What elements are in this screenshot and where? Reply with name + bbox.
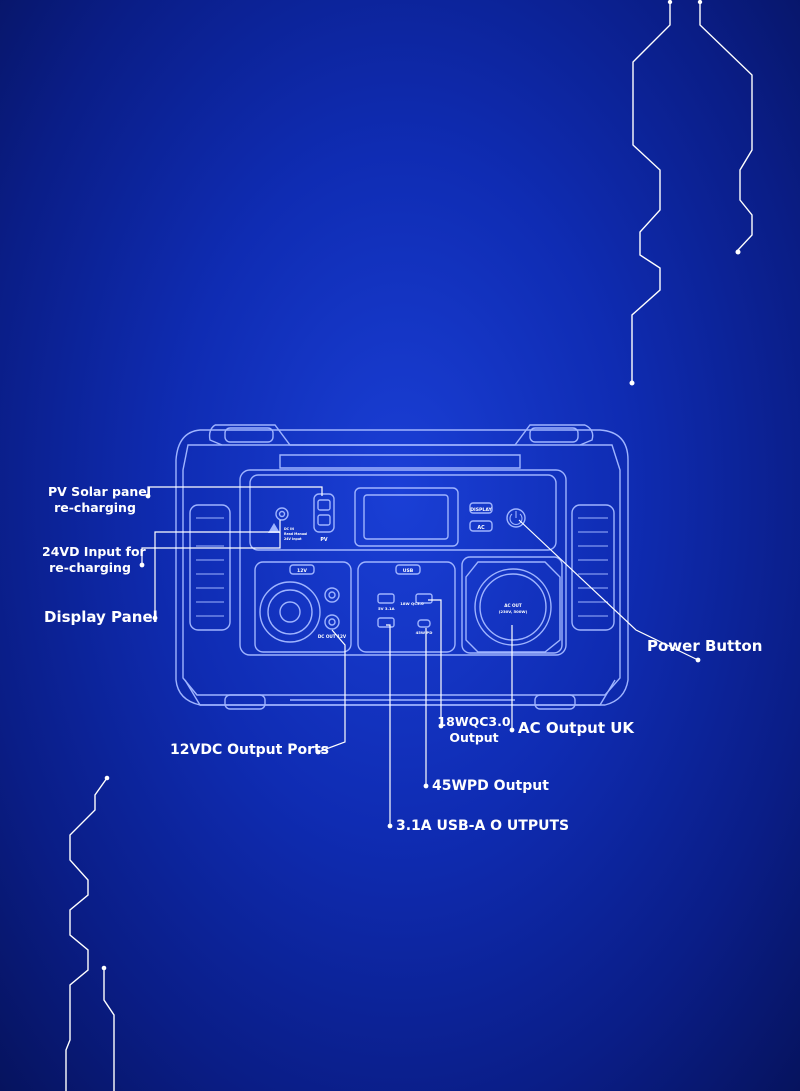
label-usb-a-outputs: 3.1A USB-A O UTPUTS: [396, 818, 570, 834]
warning-text-1: DC IN: [284, 527, 294, 531]
ac-out-text-1: AC OUT: [504, 603, 522, 608]
label-24v-input: 24VD Input for re-charging: [42, 544, 146, 576]
label-display-panel: Display Panel: [44, 608, 158, 626]
usb-badge-text: USB: [403, 568, 414, 574]
label-24v-input-line1: 24VD Input for: [42, 544, 146, 559]
circuit-trace-bottom-left: [65, 775, 115, 1091]
label-pv-solar-line2: re-charging: [54, 500, 136, 515]
label-pv-solar: PV Solar panel re-charging: [48, 484, 152, 516]
ac-button-text: AC: [477, 525, 485, 531]
label-ac-output-uk: AC Output UK: [518, 719, 635, 737]
label-18w-qc-line1: 18WQC3.0: [437, 714, 511, 729]
usb-qc-text: 18W QC3.0: [400, 601, 424, 606]
label-12vdc-ports: 12VDC Output Ports: [170, 742, 330, 758]
usb-5v-text: 5V 3.1A: [378, 606, 395, 611]
label-45w-pd: 45WPD Output: [432, 778, 549, 794]
ac-out-text-2: (230V, 500W): [499, 609, 528, 614]
usb-pd-text: 45W PD: [416, 630, 433, 635]
dc-out-text: DC OUT 12V: [318, 634, 347, 639]
pv-port-text: PV: [320, 537, 328, 543]
label-24v-input-line2: re-charging: [49, 560, 131, 575]
warning-text-2: Read Manual: [284, 532, 307, 536]
leader-lines: [139, 486, 701, 829]
dc-badge-text: 12V: [297, 568, 307, 574]
device-text: DISPLAY AC PV DC IN Read Manual 24V Inpu…: [284, 507, 528, 639]
label-18w-qc-line2: Output: [449, 730, 499, 745]
label-18w-qc: 18WQC3.0 Output: [434, 714, 514, 746]
label-pv-solar-line1: PV Solar panel: [48, 484, 152, 499]
circuit-trace-top-right: [629, 0, 753, 386]
power-station-outline: [175, 424, 629, 710]
label-power-button: Power Button: [647, 637, 763, 655]
warning-text-3: 24V Input: [284, 537, 302, 541]
display-button-text: DISPLAY: [470, 507, 492, 513]
